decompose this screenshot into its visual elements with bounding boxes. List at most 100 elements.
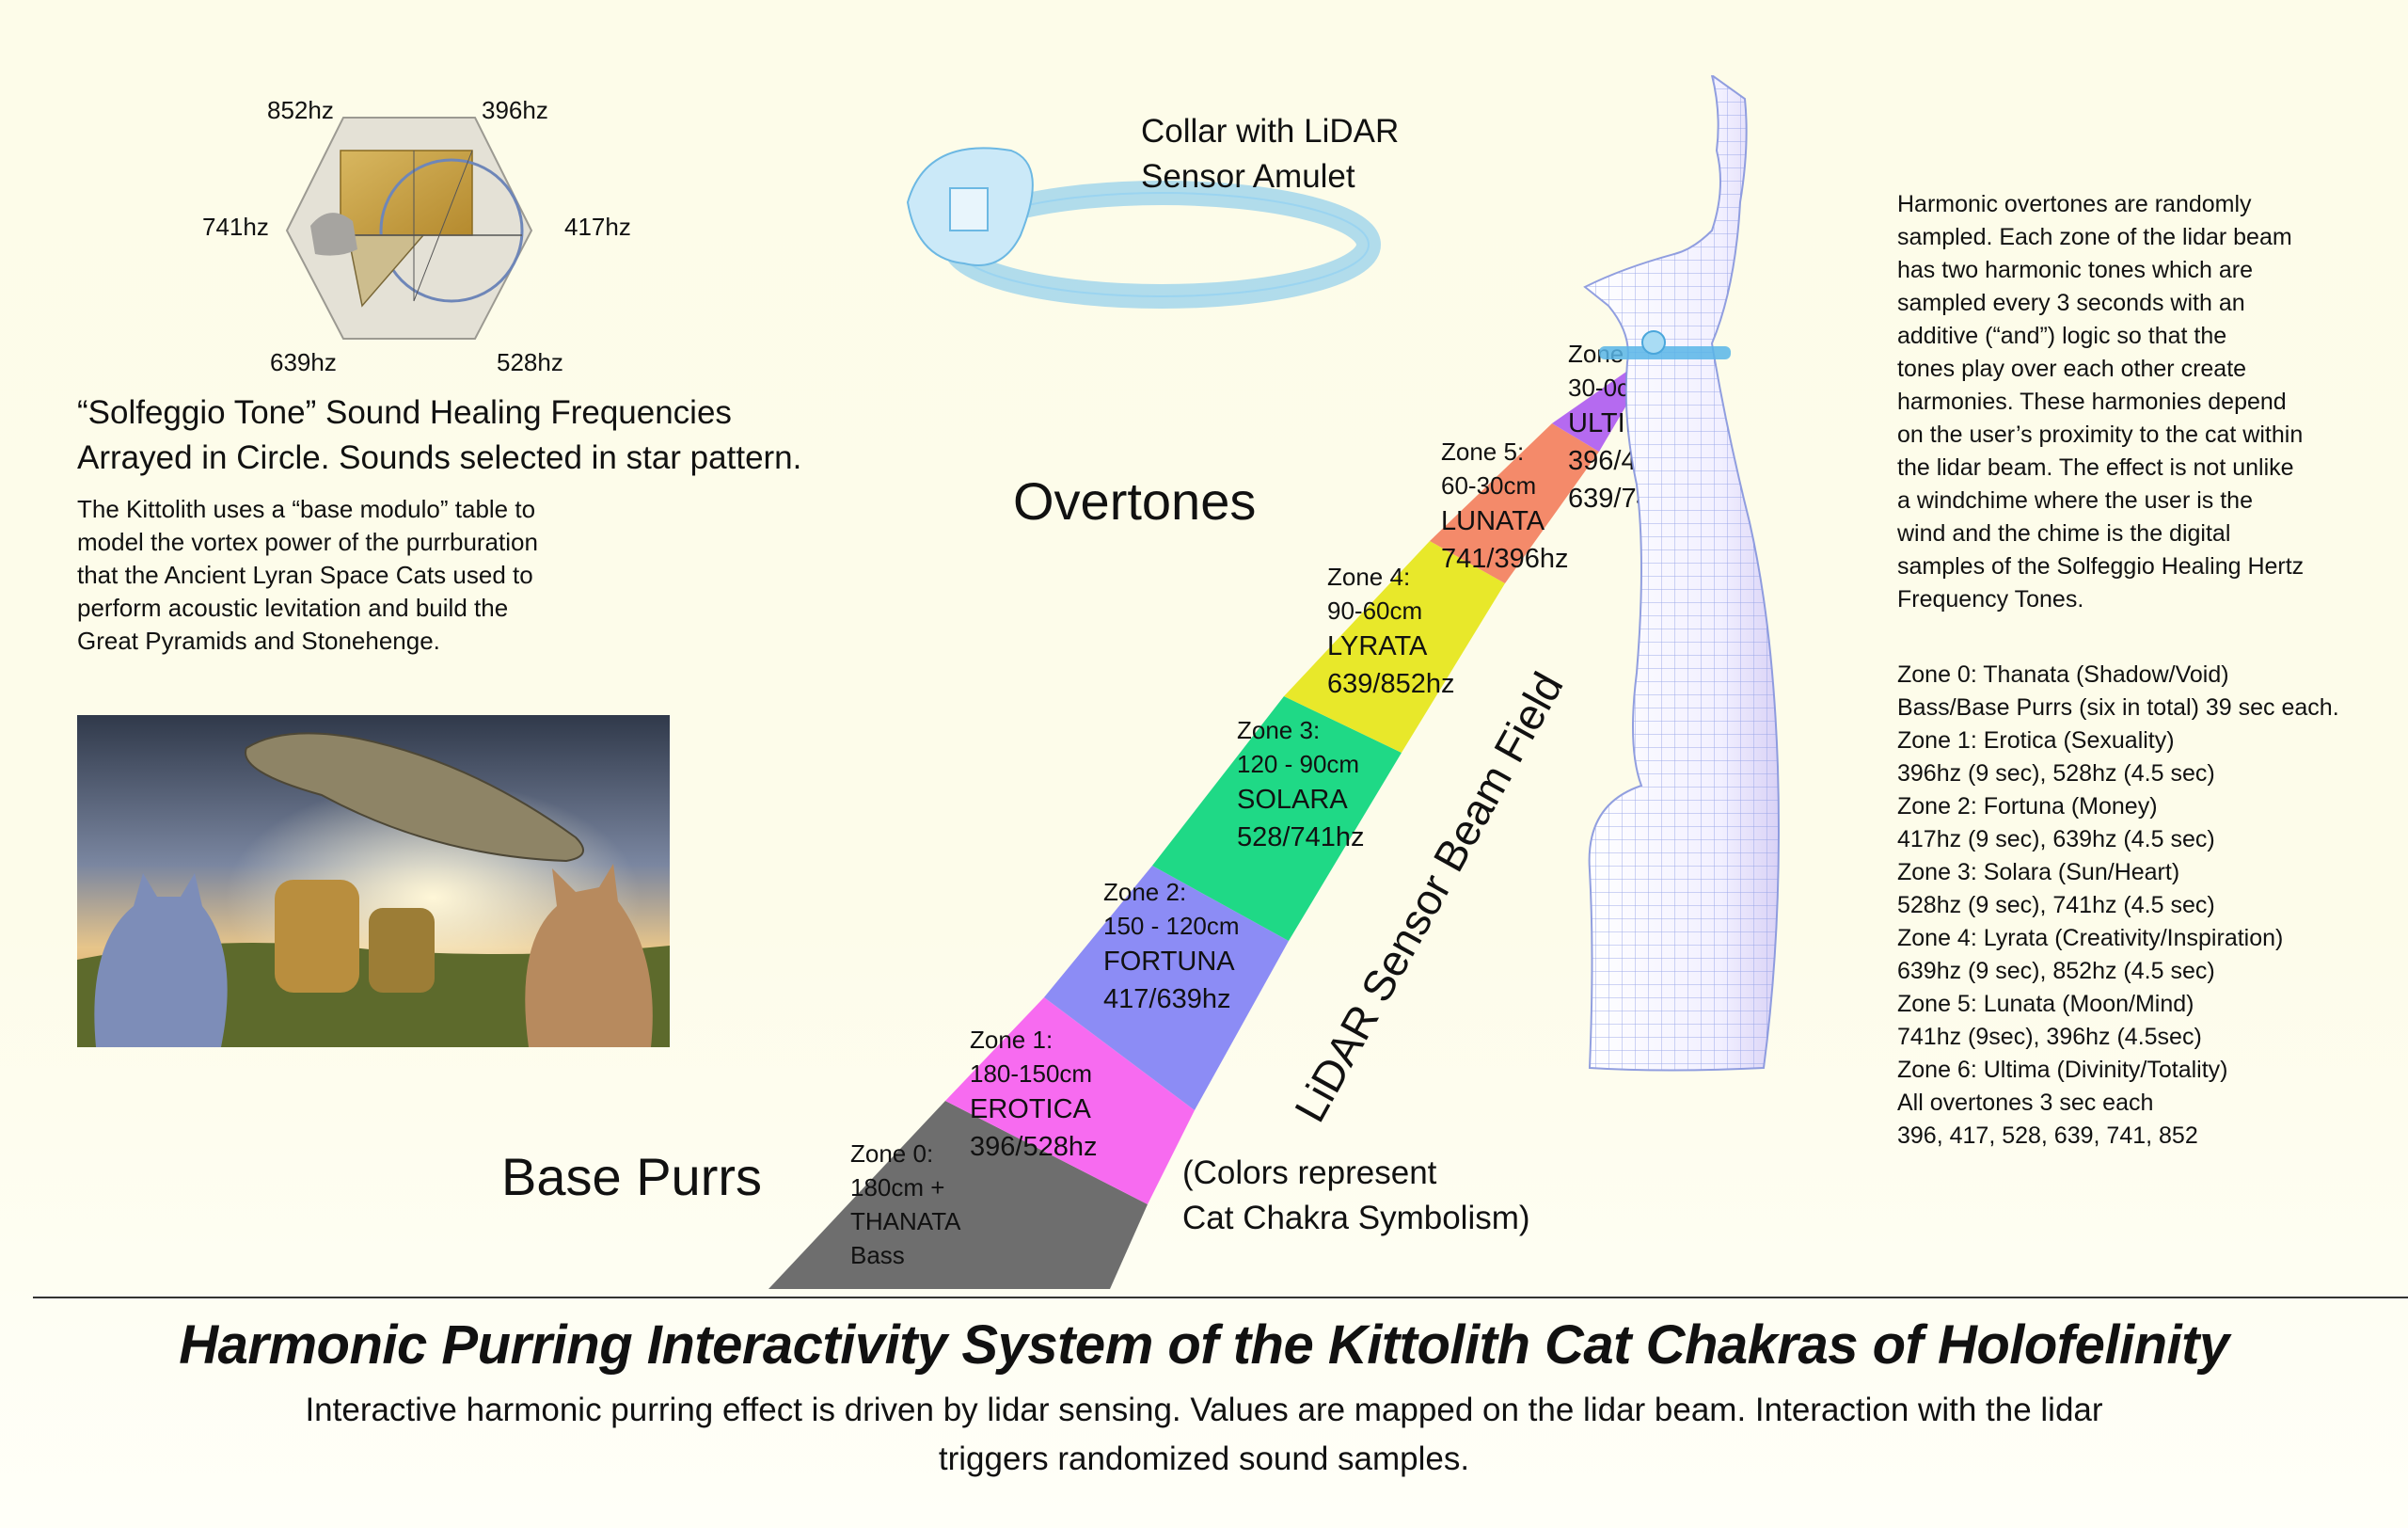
zone-number: Zone 3: bbox=[1237, 716, 1321, 744]
floating-stone bbox=[245, 732, 584, 863]
hz-396: 396hz bbox=[482, 96, 548, 124]
zone-list: Zone 0: Thanata (Shadow/Void) Bass/Base … bbox=[1897, 659, 2339, 1153]
zone-frequency: 741/396hz bbox=[1441, 544, 1569, 574]
description-line: samples of the Solfeggio Healing Hertz bbox=[1897, 553, 2305, 580]
description-line: on the user’s proximity to the cat withi… bbox=[1897, 422, 2304, 448]
cat-silhouette bbox=[310, 213, 357, 256]
zone-frequency: 417/639hz bbox=[1103, 984, 1231, 1014]
footer-title: Harmonic Purring Interactivity System of… bbox=[179, 1314, 2229, 1376]
body-line: that the Ancient Lyran Space Cats used t… bbox=[77, 561, 533, 589]
colors-note: (Colors represent Cat Chakra Symbolism) bbox=[1182, 1151, 1530, 1241]
description-line: has two harmonic tones which are bbox=[1897, 257, 2253, 283]
beam-zone-5 bbox=[1430, 423, 1599, 583]
zone-frequency: 639/852hz bbox=[1327, 669, 1455, 699]
cat-body-mesh bbox=[1583, 75, 1780, 1072]
zone-range: 180cm + bbox=[850, 1173, 945, 1202]
zone-number: Zone 0: bbox=[850, 1139, 934, 1168]
zone-list-line: Zone 0: Thanata (Shadow/Void) bbox=[1897, 661, 2229, 688]
beam-zone-0 bbox=[768, 1101, 1148, 1289]
zone-list-line: 528hz (9 sec), 741hz (4.5 sec) bbox=[1897, 892, 2215, 918]
zone-number: Zone 5: bbox=[1441, 438, 1525, 466]
zone-name: LYRATA bbox=[1327, 631, 1428, 661]
description-line: the lidar beam. The effect is not unlike bbox=[1897, 454, 2294, 481]
kittolith-description: The Kittolith uses a “base modulo” table… bbox=[77, 493, 538, 658]
zone-1-label: Zone 1: 180-150cm EROTICA 396/528hz bbox=[970, 1023, 1097, 1166]
footer-divider bbox=[33, 1297, 2408, 1298]
zone-name: FORTUNA bbox=[1103, 947, 1235, 977]
zone-3-label: Zone 3: 120 - 90cm SOLARA 528/741hz bbox=[1237, 713, 1364, 856]
cat-amulet bbox=[1641, 330, 1666, 355]
zone-name: LUNATA bbox=[1441, 506, 1545, 536]
collar-illustration bbox=[906, 147, 1381, 309]
sensor-lens bbox=[949, 187, 989, 231]
overtones-label: Overtones bbox=[1013, 471, 1257, 531]
description-line: Frequency Tones. bbox=[1897, 586, 2084, 613]
body-line: perform acoustic levitation and build th… bbox=[77, 594, 509, 622]
standing-stone bbox=[275, 880, 359, 993]
description-line: harmonies. These harmonies depend bbox=[1897, 389, 2287, 415]
description-line: Harmonic overtones are randomly bbox=[1897, 191, 2252, 217]
levitating-stone-photo bbox=[77, 715, 670, 1047]
zone-list-line: Zone 3: Solara (Sun/Heart) bbox=[1897, 859, 2180, 885]
zone-frequency: 396/528hz bbox=[970, 1132, 1098, 1162]
zone-number: Zone 4: bbox=[1327, 563, 1411, 591]
zone-range: 60-30cm bbox=[1441, 471, 1537, 500]
beam-zone-1 bbox=[945, 997, 1195, 1204]
zone-name: THANATA bbox=[850, 1207, 961, 1235]
zone-list-line: 396hz (9 sec), 528hz (4.5 sec) bbox=[1897, 760, 2215, 787]
description-line: wind and the chime is the digital bbox=[1897, 520, 2231, 547]
zone-list-line: All overtones 3 sec each bbox=[1897, 1090, 2154, 1116]
zone-range: 150 - 120cm bbox=[1103, 912, 1240, 940]
collar-caption-line: Sensor Amulet bbox=[1141, 158, 1355, 195]
cat-collar-band bbox=[1599, 346, 1731, 359]
solfeggio-heading-line: Arrayed in Circle. Sounds selected in st… bbox=[77, 439, 802, 476]
zone-name: SOLARA bbox=[1237, 785, 1348, 815]
zone-4-label: Zone 4: 90-60cm LYRATA 639/852hz bbox=[1327, 560, 1454, 703]
overtone-description: Harmonic overtones are randomly sampled.… bbox=[1897, 188, 2304, 616]
colors-note-line: Cat Chakra Symbolism) bbox=[1182, 1200, 1530, 1236]
solfeggio-heading-line: “Solfeggio Tone” Sound Healing Frequenci… bbox=[77, 394, 732, 431]
zone-list-line: 417hz (9 sec), 639hz (4.5 sec) bbox=[1897, 826, 2215, 852]
golden-rectangle bbox=[340, 150, 473, 236]
zone-range: 180-150cm bbox=[970, 1059, 1093, 1088]
body-line: Great Pyramids and Stonehenge. bbox=[77, 627, 440, 655]
zone-0-label: Zone 0: 180cm + THANATA Bass bbox=[850, 1137, 960, 1272]
zone-list-line: Zone 5: Lunata (Moon/Mind) bbox=[1897, 991, 2194, 1017]
zone-list-line: Zone 6: Ultima (Divinity/Totality) bbox=[1897, 1057, 2228, 1083]
zone-5-label: Zone 5: 60-30cm LUNATA 741/396hz bbox=[1441, 435, 1568, 578]
zone-list-line: Zone 1: Erotica (Sexuality) bbox=[1897, 727, 2175, 754]
cat-statue-wireframe bbox=[1583, 75, 1780, 1072]
beam-zone-2 bbox=[1044, 866, 1289, 1110]
hz-528: 528hz bbox=[497, 348, 563, 376]
description-line: a windchime where the user is the bbox=[1897, 487, 2253, 514]
hexagon-illustration bbox=[285, 117, 533, 340]
body-line: The Kittolith uses a “base modulo” table… bbox=[77, 495, 536, 523]
hz-741: 741hz bbox=[202, 213, 269, 241]
zone-name: EROTICA bbox=[970, 1094, 1091, 1124]
colors-note-line: (Colors represent bbox=[1182, 1154, 1437, 1191]
beam-zone-3 bbox=[1152, 696, 1402, 941]
hz-639: 639hz bbox=[270, 348, 337, 376]
base-purrs-label: Base Purrs bbox=[501, 1147, 762, 1206]
golden-circle bbox=[379, 158, 524, 303]
zone-list-line: 396, 417, 528, 639, 741, 852 bbox=[1897, 1122, 2198, 1149]
blue-cat bbox=[94, 873, 228, 1047]
zone-number: Zone 1: bbox=[970, 1026, 1054, 1054]
zone-frequency: 528/741hz bbox=[1237, 822, 1365, 852]
zone-list-line: 639hz (9 sec), 852hz (4.5 sec) bbox=[1897, 958, 2215, 984]
zone-list-line: Bass/Base Purrs (six in total) 39 sec ea… bbox=[1897, 694, 2339, 721]
standing-stone bbox=[369, 908, 435, 993]
description-line: additive (“and”) logic so that the bbox=[1897, 323, 2227, 349]
zone-2-label: Zone 2: 150 - 120cm FORTUNA 417/639hz bbox=[1103, 875, 1240, 1018]
collar-caption-line: Collar with LiDAR bbox=[1141, 113, 1400, 150]
hz-852: 852hz bbox=[267, 96, 334, 124]
zone-list-line: Zone 2: Fortuna (Money) bbox=[1897, 793, 2158, 820]
solfeggio-heading: “Solfeggio Tone” Sound Healing Frequenci… bbox=[77, 390, 801, 481]
zone-list-line: 741hz (9sec), 396hz (4.5sec) bbox=[1897, 1024, 2202, 1050]
zone-frequency: Bass bbox=[850, 1241, 905, 1269]
zone-list-line: Zone 4: Lyrata (Creativity/Inspiration) bbox=[1897, 925, 2284, 951]
footer-subtitle: Interactive harmonic purring effect is d… bbox=[0, 1386, 2408, 1484]
description-line: sampled every 3 seconds with an bbox=[1897, 290, 2245, 316]
